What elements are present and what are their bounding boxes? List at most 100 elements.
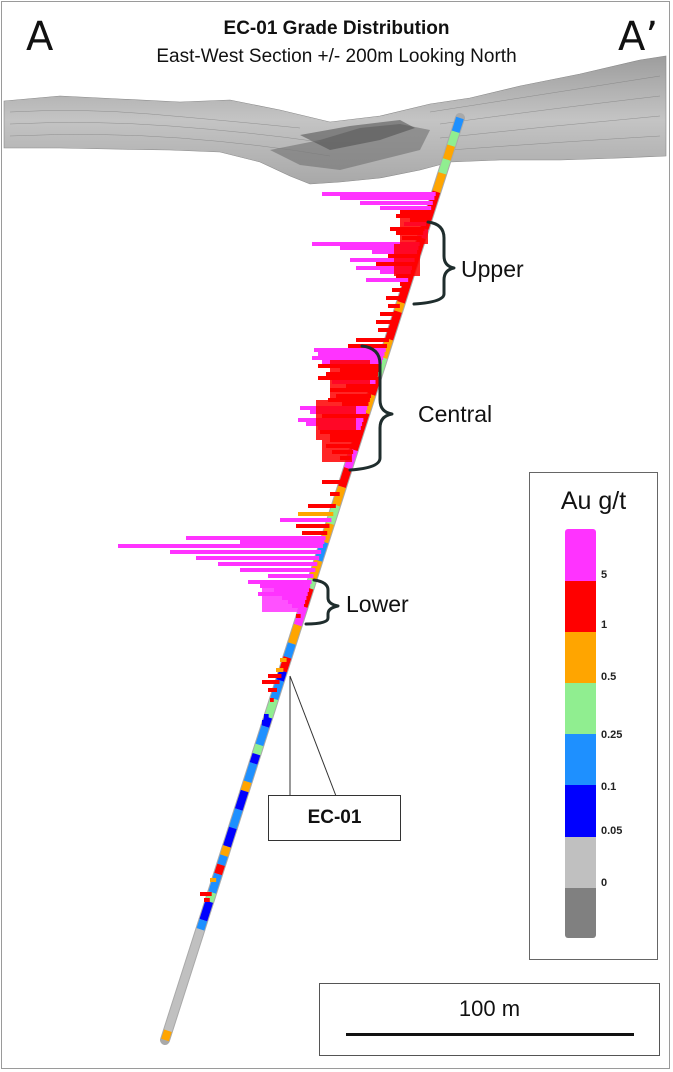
drillhole-grade-interval — [252, 743, 264, 756]
drillhole-grade-interval — [308, 559, 323, 581]
grade-bar — [376, 320, 395, 324]
drillhole-grade-interval — [432, 172, 447, 193]
grade-bar-cluster — [400, 216, 428, 244]
legend-swatch-below — [565, 888, 596, 938]
grade-bar — [388, 304, 400, 308]
drillhole-grade-interval — [208, 872, 222, 894]
grade-bar — [312, 356, 384, 360]
grade-bar — [366, 278, 409, 282]
grade-bar — [340, 196, 435, 200]
lower-zone-bracket — [304, 578, 340, 626]
scale-bar-box: 100 m — [319, 983, 660, 1056]
grade-bar — [268, 674, 282, 678]
grade-bar — [268, 688, 277, 692]
drillhole-grade-interval — [199, 900, 214, 922]
drillhole-grade-interval — [243, 762, 258, 784]
scale-bar-label: 100 m — [458, 996, 521, 1021]
grade-bar — [280, 658, 287, 662]
grade-bar — [170, 550, 322, 554]
grade-bar — [318, 352, 385, 356]
grade-bar — [186, 536, 326, 540]
drillhole-grade-interval — [276, 669, 287, 682]
grade-bar — [322, 192, 436, 196]
grade-bar — [264, 714, 269, 718]
legend-tick-0: 0 — [601, 877, 608, 889]
drillhole-grade-interval — [164, 928, 205, 1032]
grade-bar — [296, 614, 301, 618]
grade-bar — [378, 328, 393, 332]
drillhole-grade-interval — [217, 854, 228, 867]
drillhole-grade-interval — [255, 725, 270, 747]
grade-bar — [240, 568, 316, 572]
figure-title: EC-01 Grade Distribution — [223, 18, 450, 39]
legend-swatch-1 — [565, 581, 596, 632]
grade-bar — [340, 246, 419, 250]
legend-title: Au g/t — [560, 487, 627, 515]
drillhole-grade-interval — [214, 863, 225, 876]
drillhole-grade-interval — [279, 656, 292, 673]
grade-bar — [302, 531, 328, 535]
drillhole-grade-interval — [447, 130, 460, 147]
grade-bar — [380, 312, 398, 316]
grade-bar — [392, 288, 405, 292]
upper-zone-bracket — [412, 220, 456, 306]
lower-zone-label: Lower — [346, 591, 409, 617]
grade-bar — [308, 504, 336, 508]
legend-swatch-0-1 — [565, 734, 596, 785]
legend-tick-0-1: 0.1 — [601, 781, 617, 793]
grade-bar — [298, 512, 334, 516]
grade-bar — [268, 574, 314, 578]
grade-bar — [314, 348, 386, 352]
grade-bar — [204, 898, 210, 902]
drillhole-grade-interval — [161, 1029, 172, 1042]
central-zone-bracket — [348, 344, 394, 472]
drillhole-grade-interval — [261, 716, 273, 728]
drillhole-grade-interval — [385, 310, 402, 341]
section-end-a-prime-label: A’ — [618, 14, 659, 60]
drillhole-grade-interval — [283, 642, 296, 659]
section-end-a-label: A — [26, 14, 54, 60]
grade-histogram — [118, 192, 436, 902]
grade-bar — [118, 544, 324, 548]
drillhole-grade-interval — [240, 780, 252, 793]
legend-tick-5: 5 — [601, 569, 608, 581]
drillhole-grade-interval — [196, 918, 208, 931]
grade-bar — [322, 480, 344, 484]
terrain-surface — [3, 55, 667, 185]
scale-bar-line — [346, 1033, 634, 1036]
grade-legend: Au g/t 5 1 0.5 0.25 0.1 0.05 0 — [529, 472, 658, 960]
drillhole-label: EC-01 — [268, 795, 401, 841]
drillhole-grade-interval — [288, 623, 302, 645]
central-zone-label: Central — [418, 401, 493, 427]
drillhole-grade-interval — [314, 540, 329, 562]
grade-bar-cluster — [394, 244, 420, 276]
grade-bar — [356, 266, 413, 270]
drillhole-grade-interval — [234, 789, 249, 811]
drillhole-grade-interval — [229, 808, 243, 830]
grade-bar — [380, 206, 432, 210]
figure-subtitle: East-West Section +/- 200m Looking North — [156, 46, 517, 67]
grade-bar-cluster — [330, 360, 370, 400]
grade-bar-cluster — [316, 400, 356, 440]
grade-bar — [296, 524, 330, 528]
grade-bar-cluster — [262, 580, 304, 612]
grade-bar — [280, 518, 332, 522]
grade-bar — [210, 878, 217, 882]
grade-bar — [270, 698, 274, 702]
legend-swatch-0 — [565, 837, 596, 888]
legend-tick-0-05: 0.05 — [601, 825, 623, 837]
grade-bar — [312, 242, 420, 246]
grade-bar — [240, 540, 325, 544]
drillhole-grade-interval — [338, 467, 352, 489]
drillhole-grade-interval — [249, 752, 261, 765]
grade-bar — [360, 201, 433, 205]
drillhole-grade-interval — [451, 116, 464, 134]
grade-bar — [262, 720, 267, 724]
legend-tick-0-5: 0.5 — [601, 671, 617, 683]
grade-bar — [386, 296, 403, 300]
drillhole-grade-interval — [223, 826, 237, 848]
grade-bar — [400, 282, 407, 286]
grade-bar — [262, 680, 280, 684]
